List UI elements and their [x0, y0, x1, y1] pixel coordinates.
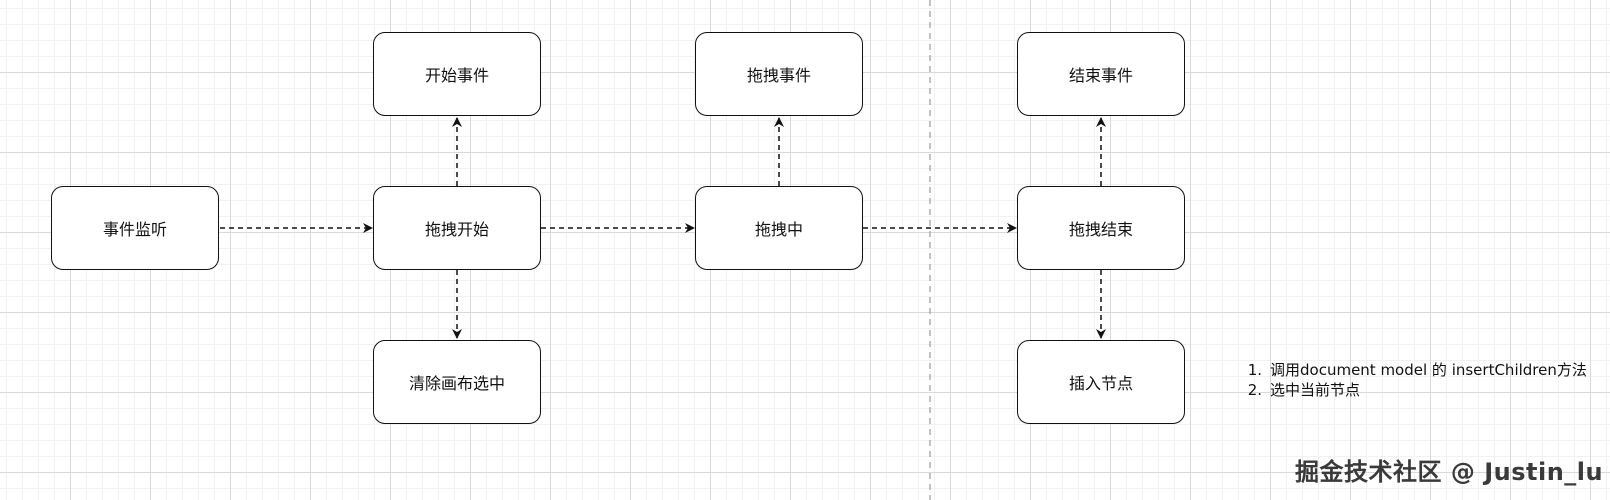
node-insert-node-label: 插入节点 — [1068, 374, 1133, 393]
node-start-event-label: 开始事件 — [424, 66, 489, 85]
node-dragging[interactable]: 拖拽中 — [695, 186, 863, 270]
node-insert-node[interactable]: 插入节点 — [1017, 340, 1185, 424]
node-event-listen-label: 事件监听 — [102, 220, 167, 239]
node-drag-event-label: 拖拽事件 — [746, 66, 811, 85]
node-start-event[interactable]: 开始事件 — [373, 32, 541, 116]
node-drag-start[interactable]: 拖拽开始 — [373, 186, 541, 270]
node-clear-selection[interactable]: 清除画布选中 — [373, 340, 541, 424]
note-item-text: 调用document model 的 insertChildren方法 — [1270, 361, 1587, 379]
note-item-number: 2. — [1247, 381, 1262, 399]
note-item: 1. 调用document model 的 insertChildren方法 — [1236, 360, 1587, 380]
node-clear-selection-label: 清除画布选中 — [408, 374, 505, 393]
node-end-event[interactable]: 结束事件 — [1017, 32, 1185, 116]
watermark: 掘金技术社区 @ Justin_lu — [1295, 458, 1604, 486]
node-dragging-label: 拖拽中 — [754, 220, 803, 239]
note-item: 2. 选中当前节点 — [1236, 380, 1587, 400]
insert-node-note: 1. 调用document model 的 insertChildren方法 2… — [1236, 360, 1587, 400]
node-event-listen[interactable]: 事件监听 — [51, 186, 219, 270]
note-item-number: 1. — [1247, 361, 1262, 379]
node-drag-start-label: 拖拽开始 — [424, 220, 489, 239]
node-drag-end[interactable]: 拖拽结束 — [1017, 186, 1185, 270]
note-item-text: 选中当前节点 — [1270, 381, 1361, 399]
node-end-event-label: 结束事件 — [1068, 66, 1133, 85]
node-drag-event[interactable]: 拖拽事件 — [695, 32, 863, 116]
node-drag-end-label: 拖拽结束 — [1068, 220, 1133, 239]
